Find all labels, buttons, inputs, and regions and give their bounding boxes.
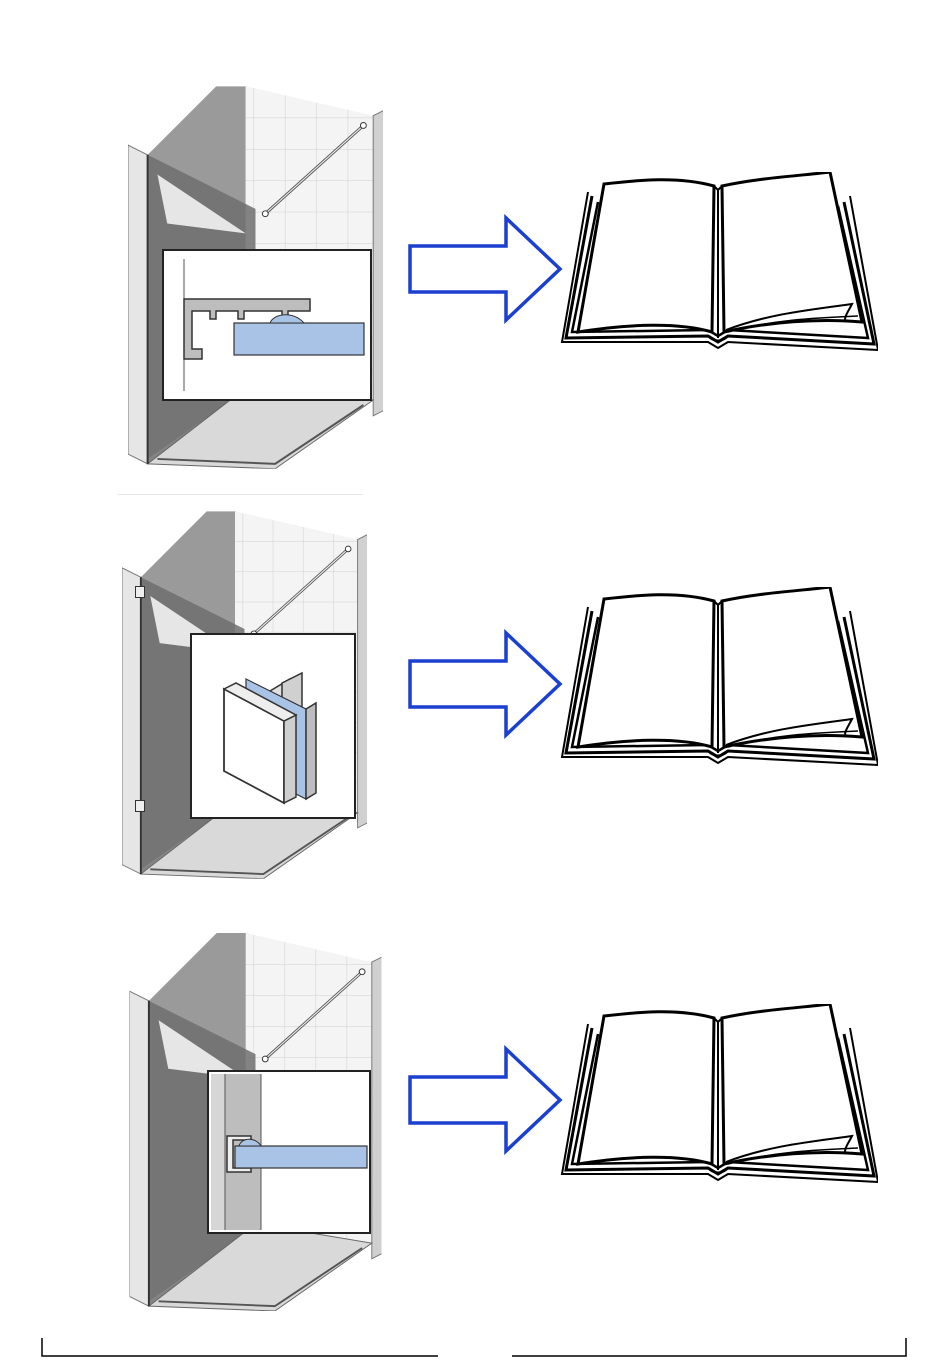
wall-profile-detail	[162, 249, 372, 401]
right-arrow-icon	[406, 1045, 566, 1155]
right-arrow-icon	[406, 214, 566, 324]
footer-rule	[40, 1336, 910, 1360]
right-arrow-icon	[406, 629, 566, 739]
wall-channel-detail	[207, 1070, 371, 1234]
clamp-marker	[135, 586, 145, 598]
section-divider	[118, 494, 363, 495]
glass-clamp-detail	[190, 633, 356, 819]
open-book-icon	[558, 1004, 878, 1184]
clamp-marker	[135, 800, 145, 812]
open-book-icon	[558, 172, 878, 352]
open-book-icon	[558, 587, 878, 767]
